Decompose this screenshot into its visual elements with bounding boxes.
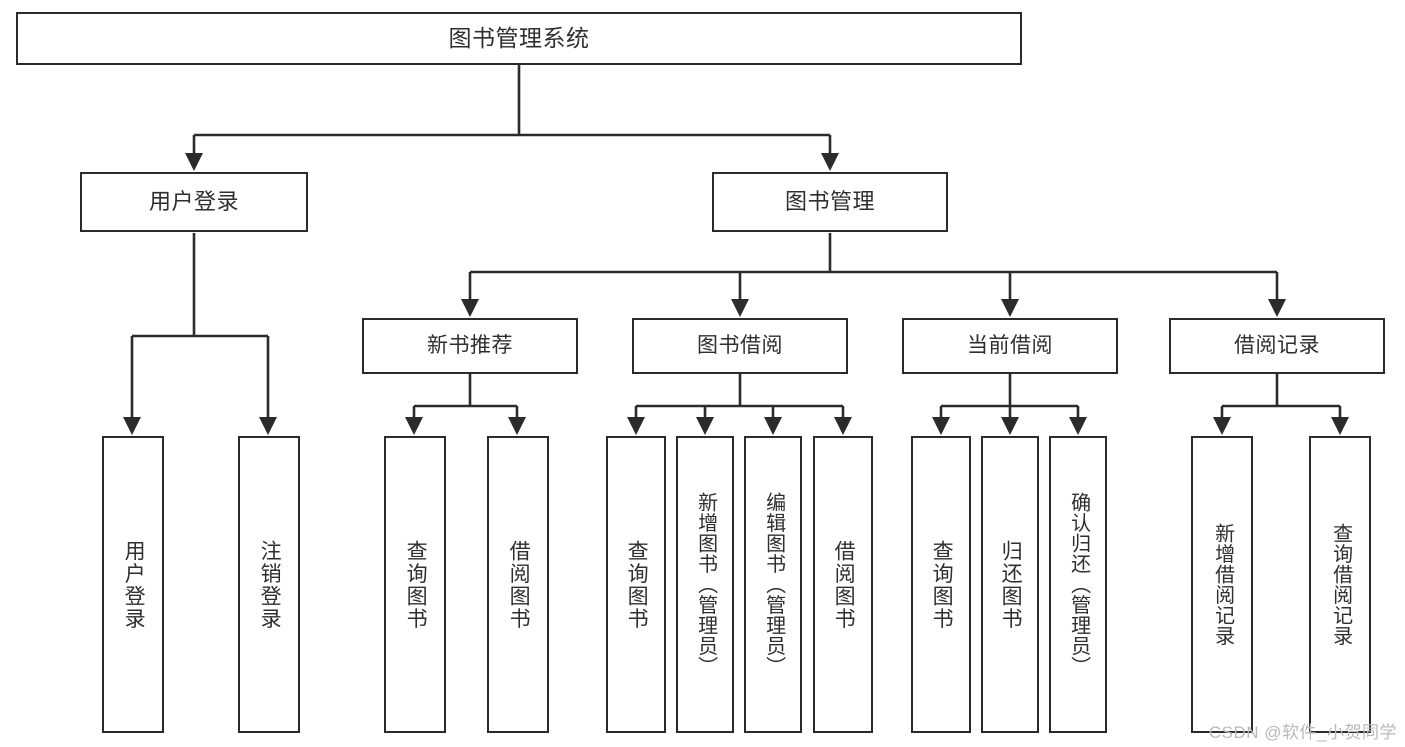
node-current-borrow[interactable]: 当前借阅 — [902, 318, 1118, 374]
node-leaf-edit-book-admin[interactable]: 编辑图书（管理员） — [744, 436, 802, 733]
node-label: 归还图书 — [999, 539, 1023, 630]
node-leaf-query-book-borrow[interactable]: 查询图书 — [606, 436, 666, 733]
watermark-text: CSDN @软件_小贺同学 — [1208, 723, 1397, 742]
node-leaf-user-login[interactable]: 用户登录 — [102, 436, 164, 733]
node-label: 图书管理系统 — [448, 24, 590, 51]
node-label: 图书借阅 — [697, 333, 783, 357]
node-leaf-add-book-admin[interactable]: 新增图书（管理员） — [676, 436, 734, 733]
node-label: 查询图书 — [404, 539, 428, 630]
node-label: 新增图书（管理员） — [694, 492, 717, 677]
node-label: 确认归还（管理员） — [1067, 492, 1090, 677]
node-root-system[interactable]: 图书管理系统 — [16, 12, 1022, 65]
node-leaf-return-book[interactable]: 归还图书 — [981, 436, 1039, 733]
node-label: 当前借阅 — [967, 333, 1053, 357]
node-book-management[interactable]: 图书管理 — [712, 172, 948, 232]
node-label: 查询图书 — [625, 539, 649, 630]
node-leaf-add-borrow-record[interactable]: 新增借阅记录 — [1191, 436, 1253, 733]
node-label: 查询图书 — [930, 539, 954, 630]
node-label: 借阅图书 — [507, 539, 531, 630]
node-label: 用户登录 — [148, 189, 239, 215]
node-borrow-record[interactable]: 借阅记录 — [1169, 318, 1385, 374]
node-book-borrow[interactable]: 图书借阅 — [632, 318, 848, 374]
node-label: 注销登录 — [258, 539, 282, 630]
node-leaf-query-book-recommend[interactable]: 查询图书 — [384, 436, 446, 733]
node-label: 编辑图书（管理员） — [762, 492, 785, 677]
node-label: 图书管理 — [784, 189, 875, 215]
node-label: 新增借阅记录 — [1211, 523, 1234, 646]
node-leaf-query-borrow-record[interactable]: 查询借阅记录 — [1309, 436, 1371, 733]
node-user-login[interactable]: 用户登录 — [80, 172, 308, 232]
node-leaf-query-book-current[interactable]: 查询图书 — [911, 436, 971, 733]
node-label: 用户登录 — [122, 539, 146, 630]
node-new-book-recommend[interactable]: 新书推荐 — [362, 318, 578, 374]
node-leaf-logout[interactable]: 注销登录 — [238, 436, 300, 733]
node-label: 新书推荐 — [427, 333, 513, 357]
node-leaf-borrow-book-recommend[interactable]: 借阅图书 — [487, 436, 549, 733]
node-label: 借阅记录 — [1234, 333, 1320, 357]
node-leaf-confirm-return-admin[interactable]: 确认归还（管理员） — [1049, 436, 1107, 733]
node-label: 借阅图书 — [832, 539, 856, 630]
node-label: 查询借阅记录 — [1329, 523, 1352, 646]
node-leaf-borrow-book[interactable]: 借阅图书 — [813, 436, 873, 733]
